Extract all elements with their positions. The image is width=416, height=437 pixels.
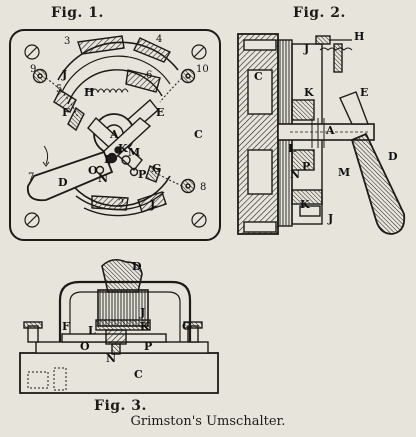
- fig2-title: Fig. 2.: [293, 5, 346, 21]
- fig1-label: 8: [200, 182, 206, 193]
- fig3-labels: D J F K G L O P N C: [62, 260, 191, 381]
- fig1-base-plate: [9, 29, 221, 241]
- fig1-label: O: [88, 164, 98, 177]
- fig1-label: C: [194, 128, 203, 141]
- fig1-label: J: [61, 68, 67, 81]
- fig2-label: E: [360, 86, 368, 99]
- fig3-left-terminal: [23, 321, 43, 343]
- fig1-label: G: [152, 162, 161, 175]
- fig3-right-terminal: [183, 321, 203, 343]
- fig2-label: P: [302, 160, 310, 173]
- fig3-label: L: [88, 324, 96, 337]
- fig2-drawing: [237, 33, 406, 235]
- fig3-label: D: [132, 260, 142, 273]
- fig2-label: M: [338, 166, 350, 179]
- fig1-contact-2: [91, 195, 129, 211]
- fig1-label: 3: [64, 36, 70, 47]
- fig3-label: G: [182, 320, 191, 333]
- fig1-pin-P: [129, 167, 139, 177]
- fig1-label: 4: [156, 34, 162, 45]
- fig3-base-C: [19, 352, 219, 394]
- fig1-handle-D: [26, 150, 114, 202]
- fig1-drawing: [9, 29, 221, 241]
- fig1-label: 2: [118, 198, 124, 209]
- fig2-handle-D: [350, 132, 406, 235]
- fig1-terminal-9: [32, 68, 48, 84]
- fig1-label: D: [58, 176, 68, 189]
- fig1-corner-screws: [24, 44, 207, 228]
- fig2-label: A: [325, 124, 335, 137]
- fig2-label: D: [388, 150, 398, 163]
- fig1-spring-F: [67, 106, 85, 132]
- fig2-label: C: [254, 70, 263, 83]
- fig2-label: K: [304, 86, 314, 99]
- fig1-label: P: [138, 168, 146, 181]
- fig2-spring-H: [333, 43, 343, 73]
- fig3-label: J: [139, 306, 145, 319]
- fig1-label: 10: [196, 64, 209, 75]
- fig1-pin-N: [95, 165, 105, 175]
- fig2-label: K: [300, 198, 310, 211]
- fig3-label: P: [144, 340, 152, 353]
- fig1-contact-3: [77, 35, 125, 55]
- fig1-contact-4: [133, 37, 171, 63]
- fig1-label: A: [109, 128, 119, 141]
- fig1-label: E: [156, 106, 164, 119]
- fig1-label: M: [128, 146, 140, 159]
- fig1-pin-M: [121, 155, 131, 165]
- fig1-label: F: [62, 106, 70, 119]
- fig1-label: 7: [28, 172, 34, 183]
- fig1-label: 9: [30, 64, 36, 75]
- fig1-label: 6: [146, 70, 152, 81]
- fig1-spring: [85, 88, 129, 94]
- fig1-title: Fig. 1.: [51, 5, 104, 21]
- fig1-label: N: [98, 172, 108, 185]
- fig2-label: H: [354, 30, 364, 43]
- fig1-contact-6: [125, 69, 161, 93]
- fig1-labels: 3 4 9 10 J 5 6 H F E C A L M K O N P G 7…: [28, 34, 209, 211]
- fig1-contact-J: [137, 191, 167, 213]
- fig3-label: O: [80, 340, 90, 353]
- fig1-label: 5: [56, 84, 62, 95]
- fig1-label: H: [84, 86, 94, 99]
- fig1-terminal-10: [180, 68, 196, 84]
- fig1-terminal-8: [180, 178, 196, 194]
- fig2-labels: H J C K A E L M N P D K J: [254, 30, 398, 225]
- fig1-label: J: [149, 198, 155, 211]
- fig3-drawing: [19, 258, 219, 394]
- fig2-arm-E: [339, 91, 370, 125]
- fig1-label: K: [118, 142, 128, 155]
- fig3-handle-D: [101, 258, 143, 293]
- fig2-base-C: [237, 33, 279, 235]
- caption: Grimston's Umschalter.: [130, 414, 286, 429]
- fig3-label: C: [134, 368, 143, 381]
- fig1-contact-5: [53, 88, 77, 114]
- fig2-label: N: [290, 168, 300, 181]
- fig3-label: F: [62, 320, 70, 333]
- fig2-label: L: [288, 142, 296, 155]
- fig1-spring-G: [145, 165, 161, 183]
- fig1-pin-L: [106, 152, 118, 164]
- fig1-pin-K: [114, 146, 122, 154]
- fig3-title: Fig. 3.: [94, 398, 147, 414]
- fig2-label: J: [303, 42, 309, 55]
- fig1-label: L: [104, 153, 112, 166]
- fig2-label: J: [327, 212, 333, 225]
- fig3-label: K: [140, 320, 150, 333]
- fig3-label: N: [106, 352, 116, 365]
